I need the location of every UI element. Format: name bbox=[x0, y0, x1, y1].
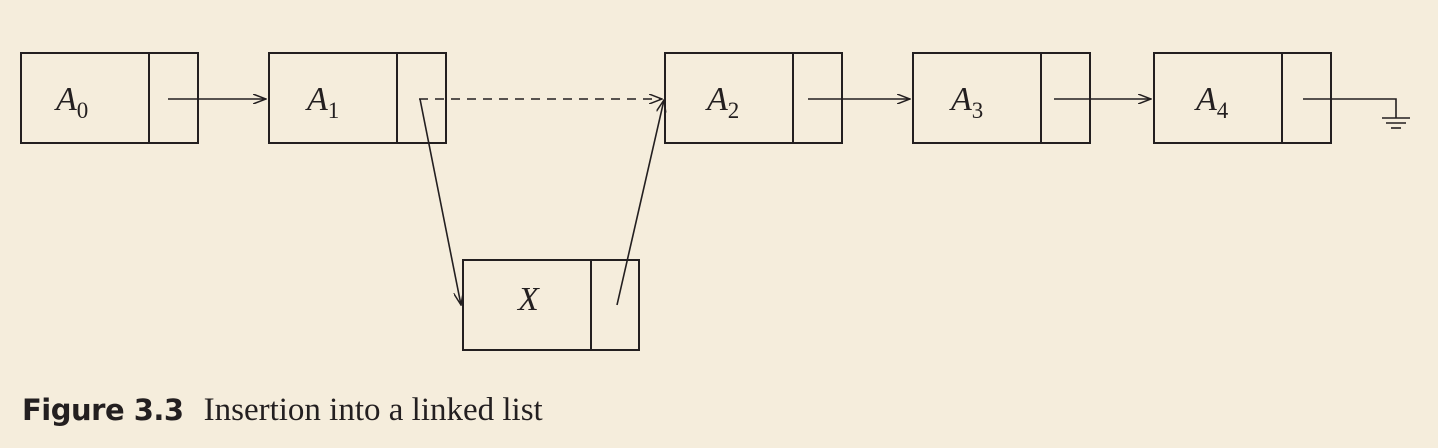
node-a0-label: A0 bbox=[54, 81, 88, 123]
node-x-box bbox=[462, 259, 640, 351]
node-a4-box bbox=[1153, 52, 1332, 144]
figure-caption: Figure 3.3 Insertion into a linked list bbox=[22, 388, 543, 432]
node-a1-label: A1 bbox=[305, 81, 339, 123]
node-a2-label: A2 bbox=[705, 81, 739, 123]
link-x-to-a2-arrow bbox=[616, 100, 664, 306]
node-a4: A4 bbox=[1153, 52, 1332, 144]
node-a4-label: A4 bbox=[1194, 81, 1229, 123]
node-a1-box bbox=[268, 52, 447, 144]
node-a2-box bbox=[664, 52, 843, 144]
node-x: X bbox=[462, 259, 640, 351]
figure-number: Figure 3.3 bbox=[22, 393, 184, 427]
node-a3: A3 bbox=[912, 52, 1091, 144]
node-a1: A1 bbox=[268, 52, 447, 144]
node-a0: A0 bbox=[20, 52, 199, 144]
node-a3-box bbox=[912, 52, 1091, 144]
figure-caption-text: Insertion into a linked list bbox=[203, 392, 543, 428]
node-a0-box bbox=[20, 52, 199, 144]
node-x-label: X bbox=[516, 281, 540, 318]
node-a3-label: A3 bbox=[949, 81, 983, 123]
node-a2: A2 bbox=[664, 52, 843, 144]
null-ground-icon bbox=[1303, 98, 1410, 129]
link-a1-to-x-arrow bbox=[419, 98, 461, 305]
